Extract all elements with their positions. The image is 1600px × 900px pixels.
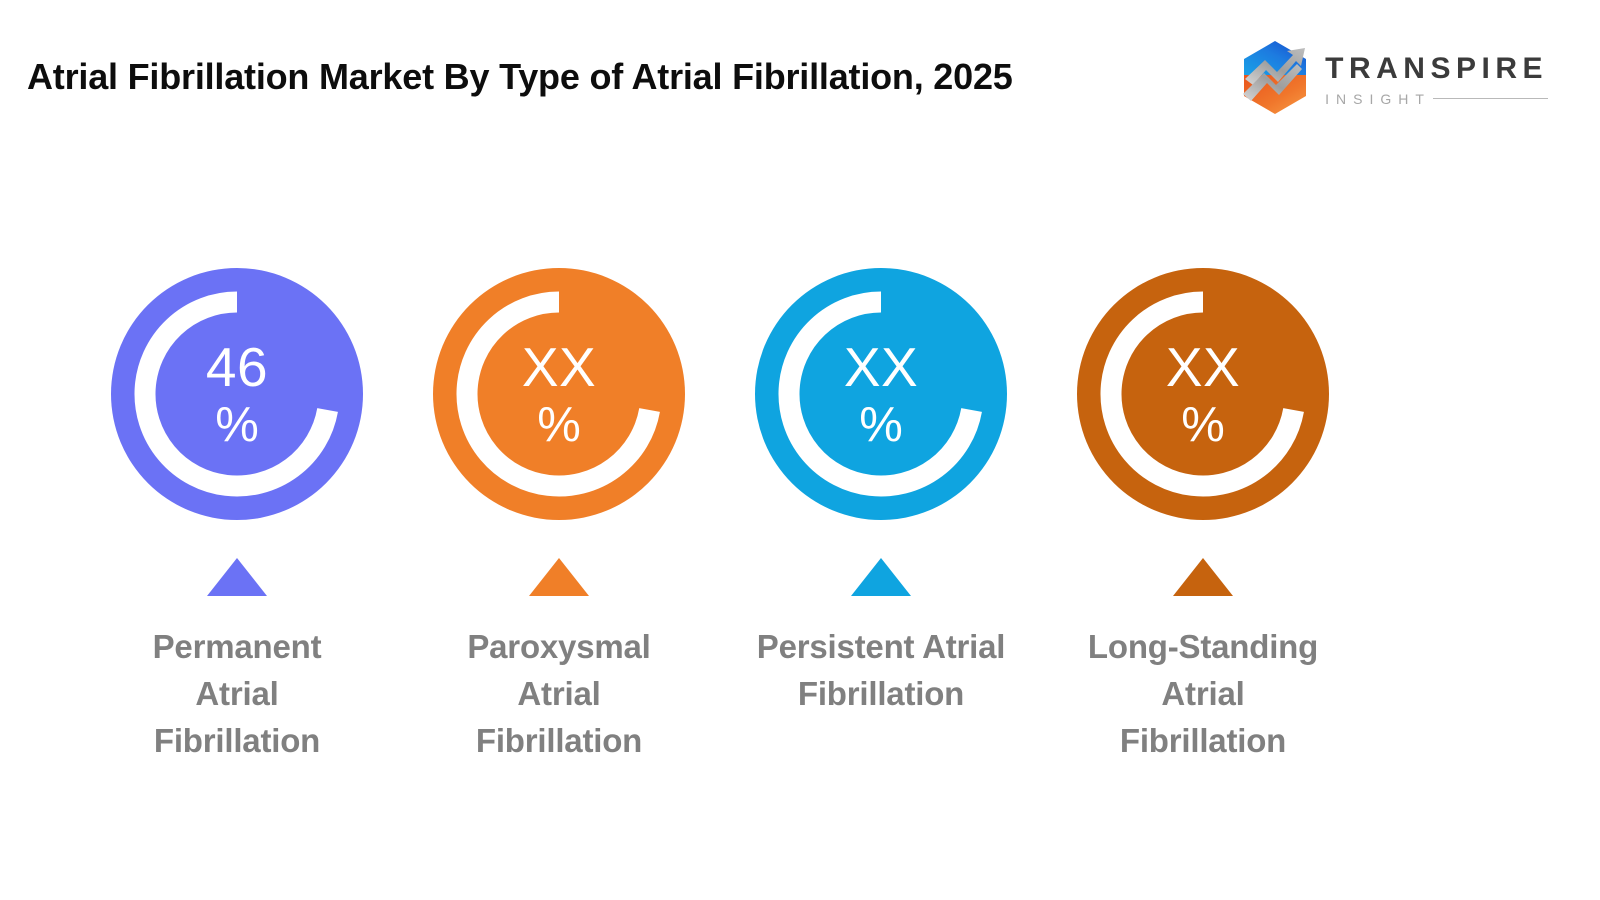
brand-tagline-row: INSIGHT	[1325, 91, 1548, 107]
donut-track-arc	[778, 291, 982, 497]
caption-line: Atrial	[517, 675, 601, 712]
segment-card-long-standing: XX % Long-Standing Atrial Fibrillation	[1042, 268, 1364, 764]
triangle-up-icon	[1173, 558, 1233, 596]
caption-line: Fibrillation	[797, 675, 965, 712]
caption-line: Atrial	[1161, 675, 1245, 712]
caption-line: Permanent	[152, 628, 322, 665]
caption-line: Fibrillation	[153, 722, 321, 759]
donut-track-arc	[456, 291, 660, 497]
segment-caption: Long-Standing Atrial Fibrillation	[1043, 623, 1363, 764]
segment-caption: Permanent Atrial Fibrillation	[77, 623, 397, 764]
caption-line: Long-Standing	[1087, 628, 1319, 665]
donut-chart-permanent: 46 %	[111, 268, 363, 520]
transpire-cube-arrow-icon	[1243, 41, 1307, 114]
donut-track-arc	[1100, 291, 1304, 497]
segment-card-persistent: XX % Persistent Atrial Fibrillation	[720, 268, 1042, 717]
caption-line: Atrial	[195, 675, 279, 712]
triangle-up-icon	[851, 558, 911, 596]
donut-svg	[111, 268, 363, 520]
triangle-up-icon	[529, 558, 589, 596]
brand-rule-divider	[1432, 98, 1548, 99]
brand-tagline: INSIGHT	[1325, 90, 1431, 107]
triangle-up-icon	[207, 558, 267, 596]
donut-track-arc	[134, 291, 338, 497]
segment-cards-row: 46 % Permanent Atrial Fibrillation XX	[0, 268, 1600, 764]
brand-name: TRANSPIRE	[1325, 51, 1548, 85]
segment-card-permanent: 46 % Permanent Atrial Fibrillation	[76, 268, 398, 764]
donut-chart-long-standing: XX %	[1077, 268, 1329, 520]
brand-logo: TRANSPIRE INSIGHT	[1239, 36, 1548, 120]
segment-card-paroxysmal: XX % Paroxysmal Atrial Fibrillation	[398, 268, 720, 764]
brand-wordmark: TRANSPIRE INSIGHT	[1325, 50, 1548, 107]
donut-svg	[433, 268, 685, 520]
segment-caption: Persistent Atrial Fibrillation	[721, 623, 1041, 717]
donut-chart-persistent: XX %	[755, 268, 1007, 520]
caption-line: Persistent Atrial	[756, 628, 1006, 665]
donut-svg	[755, 268, 1007, 520]
page-title: Atrial Fibrillation Market By Type of At…	[27, 56, 1013, 97]
caption-line: Paroxysmal	[467, 628, 651, 665]
donut-chart-paroxysmal: XX %	[433, 268, 685, 520]
donut-svg	[1077, 268, 1329, 520]
caption-line: Fibrillation	[1119, 722, 1287, 759]
segment-caption: Paroxysmal Atrial Fibrillation	[399, 623, 719, 764]
caption-line: Fibrillation	[475, 722, 643, 759]
